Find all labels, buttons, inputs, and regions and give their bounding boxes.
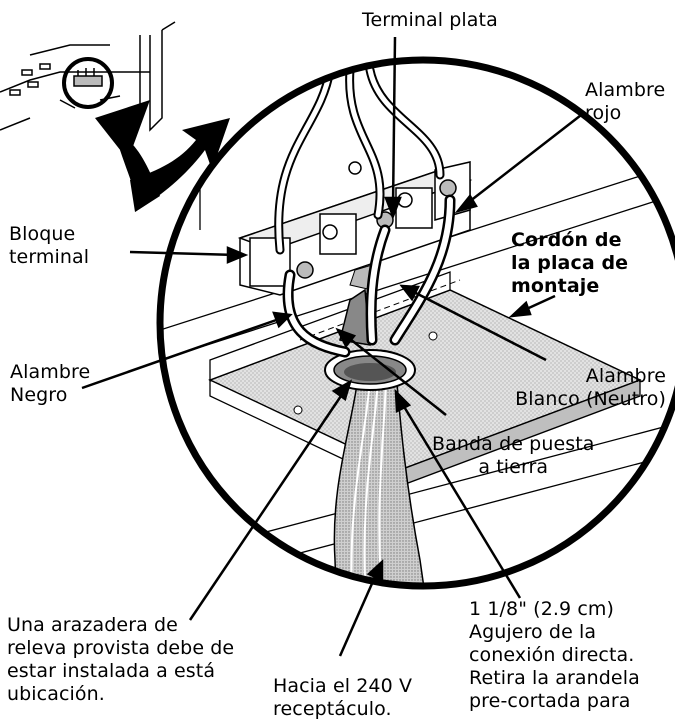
label-alambre-rojo: Alambre rojo: [585, 79, 666, 124]
label-bloque-terminal: Bloque terminal: [9, 223, 90, 268]
label-terminal-plata: Terminal plata: [362, 9, 498, 31]
label-cordon-placa: Cordón de la placa de montaje: [511, 229, 629, 297]
label-agujero: 1 1/8" (2.9 cm) Agujero de la conexión d…: [469, 598, 640, 712]
label-hacia-240: Hacia el 240 V receptáculo.: [273, 675, 413, 720]
callout-arrowhead: [95, 100, 150, 160]
magnified-view: [160, 60, 675, 586]
label-arazadera: Una arazadera de releva provista debe de…: [7, 614, 235, 705]
label-banda-tierra: Banda de puesta a tierra: [432, 433, 595, 478]
appliance-inset: [0, 21, 176, 132]
label-alambre-negro: Alambre Negro: [10, 361, 91, 406]
leader-lines: [81, 36, 586, 657]
magnify-circle: [156, 56, 675, 590]
ground-strap: [339, 288, 371, 346]
label-alambre-blanco: Alambre Blanco (Neutro): [515, 365, 666, 410]
